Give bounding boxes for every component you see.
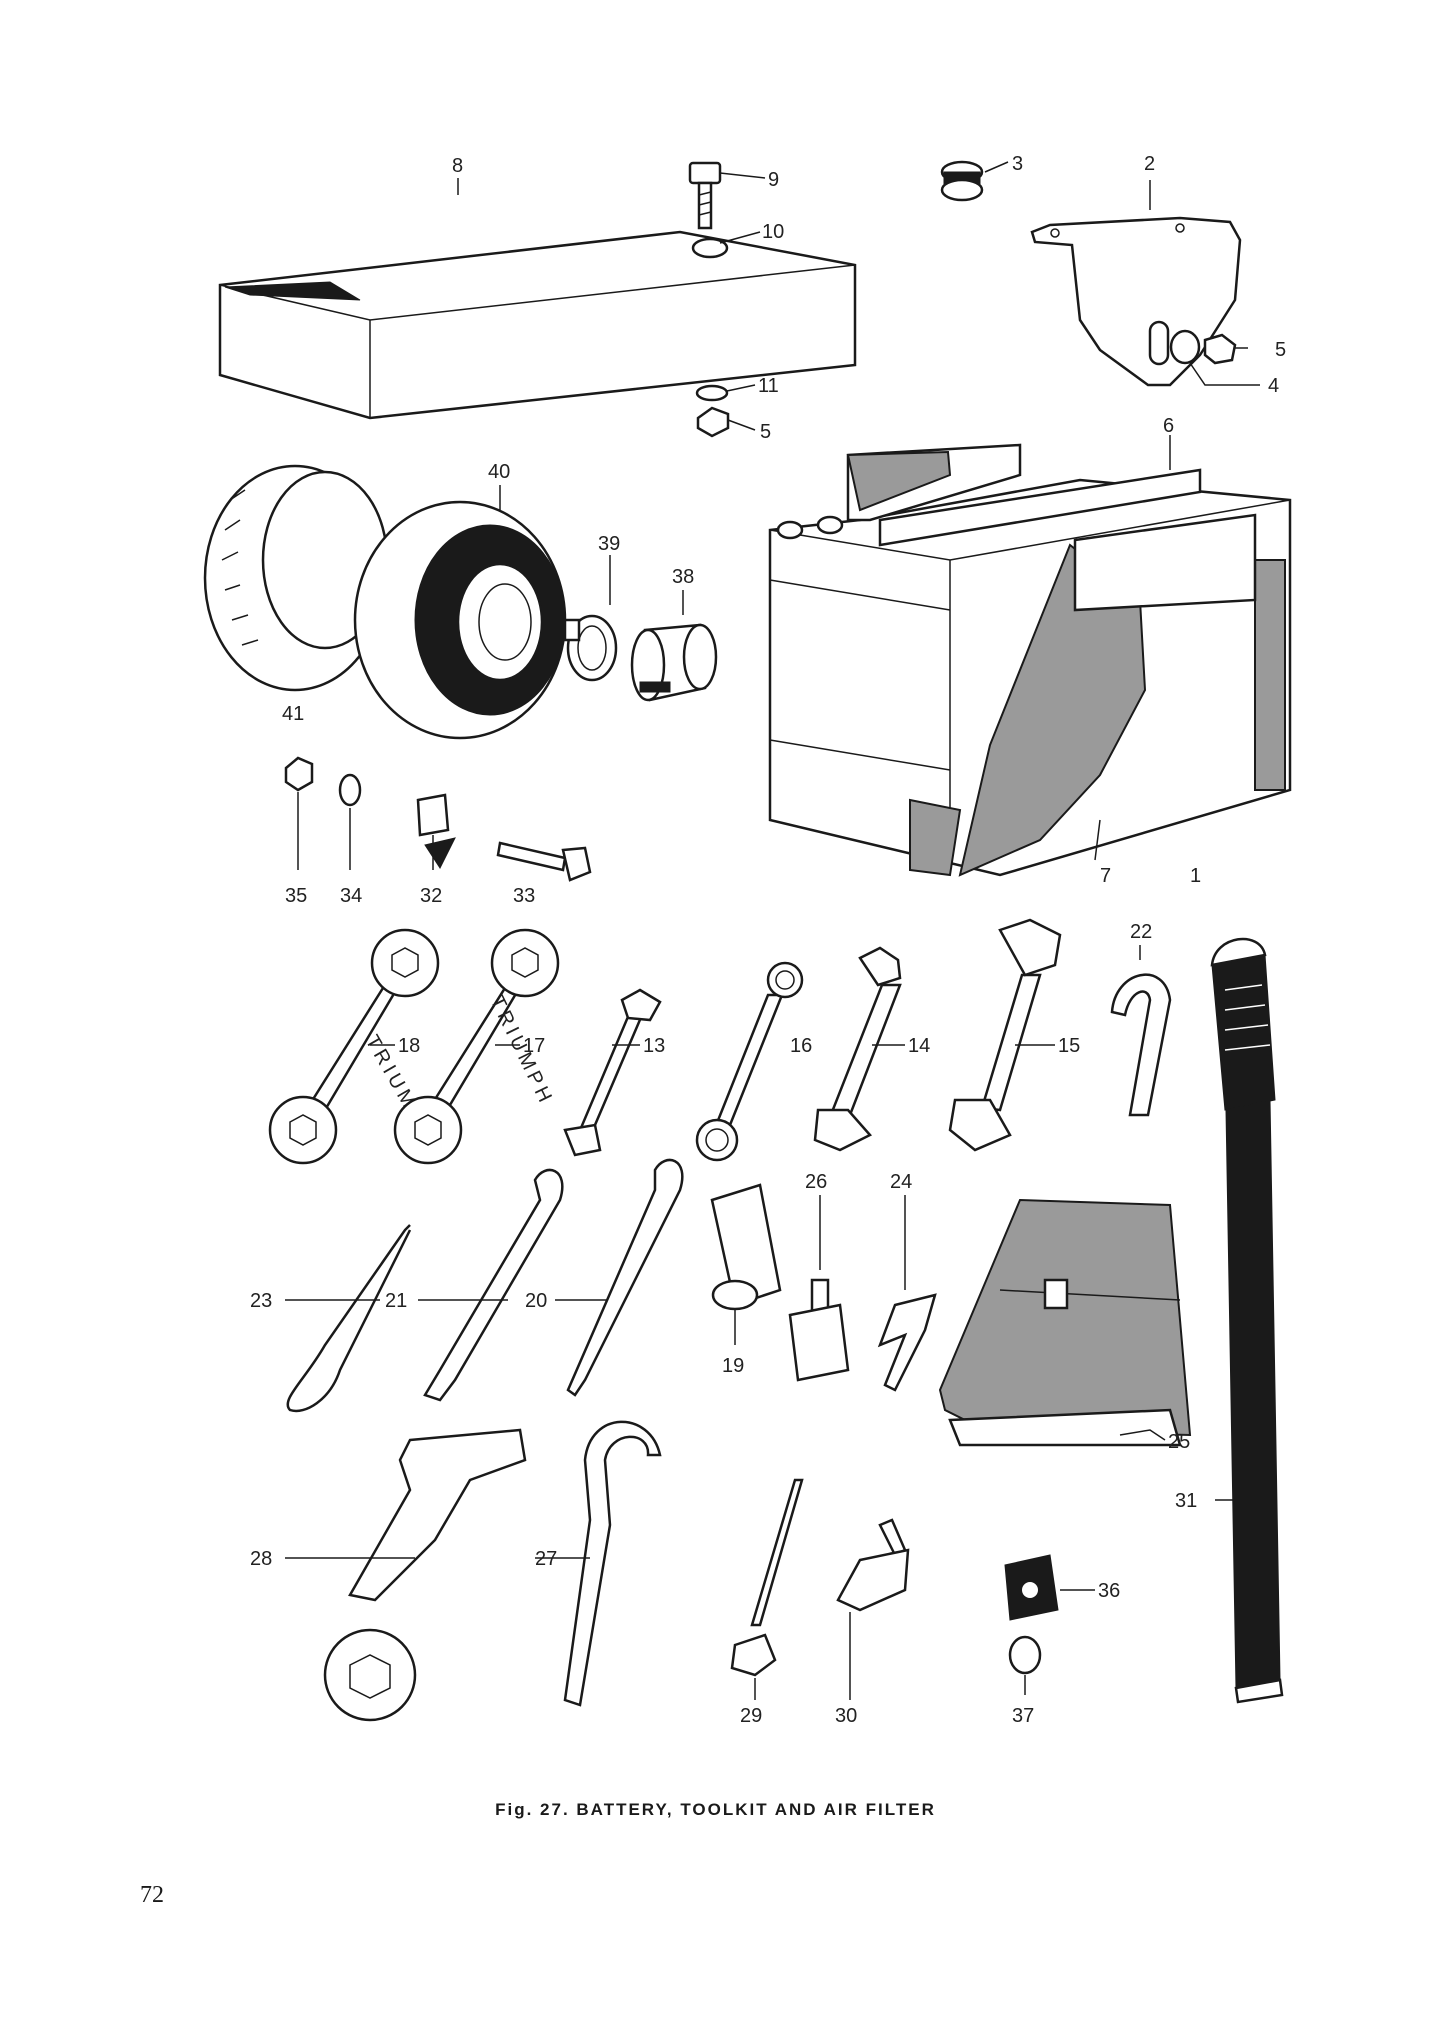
nut-part-5-upper	[1203, 333, 1237, 365]
callout-21: 21	[385, 1290, 407, 1312]
callout-36: 36	[1098, 1580, 1120, 1602]
callout-15: 15	[1058, 1035, 1080, 1057]
callout-34: 34	[340, 885, 362, 907]
callout-24: 24	[890, 1171, 912, 1193]
figure-caption: Fig. 27. BATTERY, TOOLKIT AND AIR FILTER	[495, 1800, 936, 1819]
leader-lines	[285, 161, 1260, 1700]
callout-41: 41	[282, 703, 304, 725]
nut-part-35	[284, 756, 314, 792]
tyre-lever-part-20	[566, 1158, 684, 1397]
callout-2: 2	[1144, 153, 1155, 175]
callout-23: 23	[250, 1290, 272, 1312]
callout-39: 39	[598, 533, 620, 555]
filter-element-part-40	[353, 500, 567, 740]
callout-18: 18	[398, 1035, 420, 1057]
callout-25: 25	[1168, 1431, 1190, 1453]
callout-14: 14	[908, 1035, 930, 1057]
callout-9: 9	[768, 169, 779, 191]
callout-26: 26	[805, 1171, 827, 1193]
hose-clip-part-39	[563, 614, 618, 682]
box-spanner-part-19	[710, 1183, 782, 1311]
callout-1: 1	[1190, 865, 1201, 887]
callout-3: 3	[1012, 153, 1023, 175]
callout-4: 4	[1268, 375, 1279, 397]
callout-29: 29	[740, 1705, 762, 1727]
open-spanner-part-14	[813, 946, 902, 1152]
nut-part-5-lower	[696, 406, 730, 438]
callout-labels: 8 9 10 11 5 3 2 5 4 6 40 39 38 41 7 1 35…	[250, 153, 1286, 1727]
screwdriver-part-29	[730, 1478, 804, 1677]
callout-37: 37	[1012, 1705, 1034, 1727]
callout-19: 19	[722, 1355, 744, 1377]
callout-5-upper: 5	[1275, 339, 1286, 361]
tool-roll-part-25	[938, 1198, 1192, 1447]
c-spanner-part-28	[323, 1428, 527, 1722]
callout-32: 32	[420, 885, 442, 907]
washer-part-10	[691, 237, 729, 259]
mounting-bracket-part-2	[1030, 216, 1242, 387]
feeler-gauge-part-24	[877, 1293, 937, 1392]
callout-11: 11	[758, 375, 779, 397]
callout-33: 33	[513, 885, 535, 907]
callout-35: 35	[285, 885, 307, 907]
tyre-pump-part-31	[1210, 937, 1284, 1704]
bolt-part-9	[688, 161, 722, 230]
callout-28: 28	[250, 1548, 272, 1570]
c-spanner-part-22	[1110, 973, 1172, 1117]
engraved-text-spanner-17: TRIUMPH	[486, 993, 558, 1110]
c-spanner-part-27	[563, 1420, 662, 1707]
ring-spanner-part-16	[695, 961, 804, 1162]
page-number: 72	[140, 1882, 164, 1908]
open-spanner-part-13	[563, 988, 662, 1157]
callout-27: 27	[535, 1548, 557, 1570]
callout-16: 16	[790, 1035, 812, 1057]
clip-part-32	[416, 793, 456, 870]
tyre-lever-part-21	[423, 1168, 564, 1402]
callout-22: 22	[1130, 921, 1152, 943]
air-filter-box-part-8	[218, 230, 857, 420]
valve-tool-part-23	[286, 1224, 412, 1413]
callout-7: 7	[1100, 865, 1111, 887]
clip-part-36	[1004, 1554, 1059, 1621]
callout-5-lower: 5	[760, 421, 771, 443]
bolt-part-33	[496, 841, 592, 882]
open-spanner-part-15	[948, 918, 1062, 1152]
washer-part-34	[338, 773, 362, 807]
callout-10: 10	[762, 221, 784, 243]
washer-part-11	[695, 384, 729, 402]
battery-strap-part-6	[846, 443, 1202, 547]
washer-part-4	[1169, 329, 1201, 365]
callout-17: 17	[523, 1035, 545, 1057]
callout-31: 31	[1175, 1490, 1197, 1512]
callout-40: 40	[488, 461, 510, 483]
plug-spanner-part-26	[788, 1278, 850, 1382]
screwdriver-handle-part-30	[836, 1518, 910, 1612]
callout-30: 30	[835, 1705, 857, 1727]
callout-6: 6	[1163, 415, 1174, 437]
washer-part-37	[1008, 1635, 1042, 1675]
hose-connector-part-38	[630, 623, 718, 702]
grommet-part-3	[940, 160, 984, 202]
callout-13: 13	[643, 1035, 665, 1057]
callout-38: 38	[672, 566, 694, 588]
callout-8: 8	[452, 155, 463, 177]
callout-20: 20	[525, 1290, 547, 1312]
battery-box-part-7	[909, 513, 1286, 877]
